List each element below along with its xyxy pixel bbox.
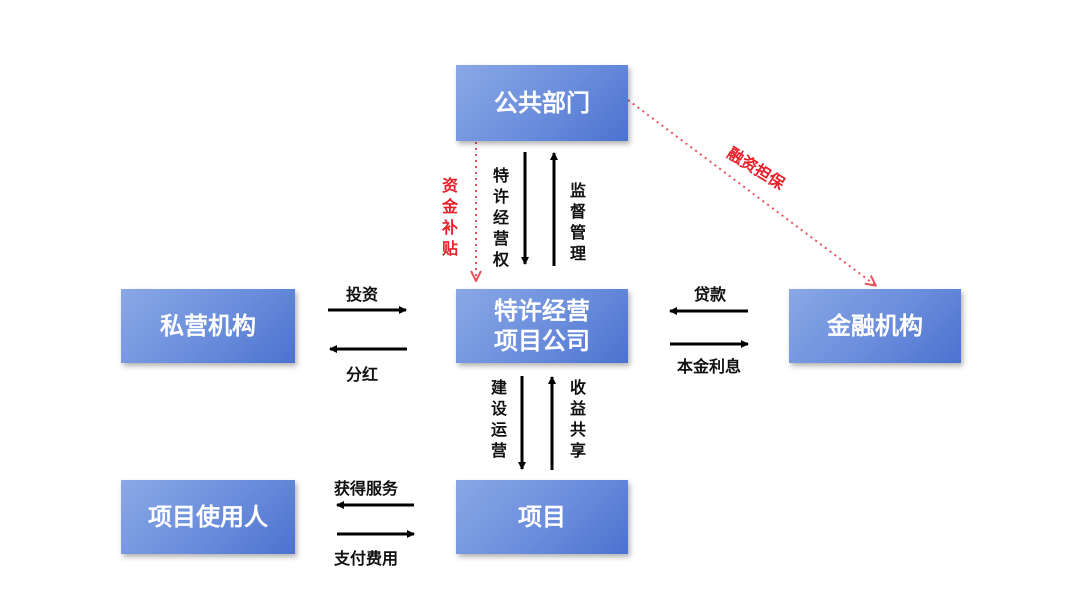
financing-guarantee-arrow	[627, 99, 875, 285]
construction-operation-label: 建设运营	[490, 378, 507, 460]
project-user-label: 项目使用人	[148, 503, 268, 531]
obtain-services-label: 获得服务	[334, 479, 399, 498]
investment-label: 投资	[346, 285, 379, 304]
funding-subsidy-label: 资金补贴	[441, 176, 458, 258]
financial-institution-label: 金融机构	[827, 312, 923, 340]
project-label: 项目	[518, 503, 566, 531]
private-institution-label: 私营机构	[160, 312, 256, 340]
revenue-sharing-label: 收益共享	[569, 378, 586, 460]
franchise-right-label: 特许经营权	[492, 166, 509, 269]
principal-interest-label: 本金利息	[677, 357, 742, 376]
project-company-box: 特许经营 项目公司	[456, 289, 628, 363]
project-company-label-line2: 项目公司	[494, 327, 590, 355]
supervision-label: 监督管理	[569, 181, 586, 263]
project-user-box: 项目使用人	[121, 480, 295, 554]
financial-institution-box: 金融机构	[789, 289, 961, 363]
dividend-label: 分红	[346, 365, 379, 384]
project-box: 项目	[456, 480, 628, 554]
project-company-label-line1: 特许经营	[494, 297, 590, 325]
loan-label: 贷款	[694, 285, 727, 304]
pay-fees-label: 支付费用	[334, 549, 399, 568]
private-institution-box: 私营机构	[121, 289, 295, 363]
public-sector-label: 公共部门	[494, 89, 590, 117]
public-sector-box: 公共部门	[456, 65, 628, 141]
